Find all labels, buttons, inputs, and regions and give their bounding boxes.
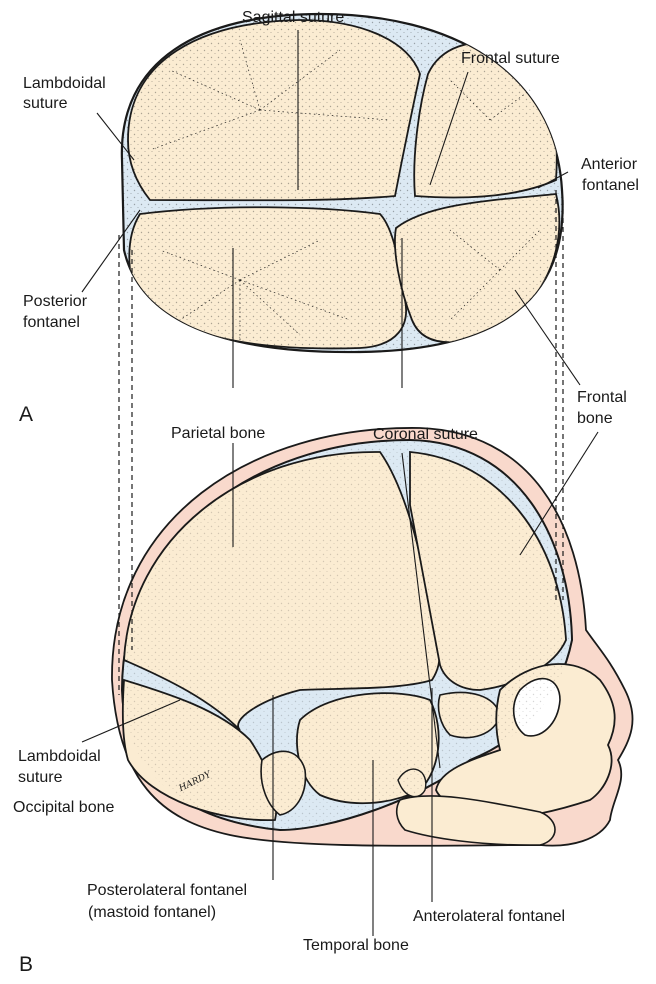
label-lambdoidal-suture-bottom-2: suture xyxy=(18,768,62,787)
label-lambdoidal-suture-top-2: suture xyxy=(23,94,67,113)
label-parietal-bone: Parietal bone xyxy=(171,424,265,443)
panel-label-a: A xyxy=(19,403,33,427)
label-anterolateral-fontanel: Anterolateral fontanel xyxy=(413,907,565,926)
label-frontal-bone-1: Frontal xyxy=(577,388,627,407)
label-posterolateral-fontanel-1: Posterolateral fontanel xyxy=(87,881,247,900)
label-posterior-fontanel-2: fontanel xyxy=(23,313,80,332)
leader-frontal-bone-top xyxy=(515,290,580,385)
label-coronal-suture: Coronal suture xyxy=(373,425,478,444)
label-frontal-bone-2: bone xyxy=(577,409,613,428)
label-occipital-bone: Occipital bone xyxy=(13,798,114,817)
label-posterolateral-fontanel-2: (mastoid fontanel) xyxy=(88,903,216,922)
label-frontal-suture: Frontal suture xyxy=(461,49,560,68)
label-posterior-fontanel-1: Posterior xyxy=(23,292,87,311)
label-anterior-fontanel-1: Anterior xyxy=(581,155,637,174)
label-lambdoidal-suture-top-1: Lambdoidal xyxy=(23,74,106,93)
panel-label-b: B xyxy=(19,953,33,977)
label-sagittal-suture: Sagittal suture xyxy=(242,8,344,27)
label-lambdoidal-suture-bottom-1: Lambdoidal xyxy=(18,747,101,766)
label-temporal-bone: Temporal bone xyxy=(303,936,409,955)
label-anterior-fontanel-2: fontanel xyxy=(582,176,639,195)
